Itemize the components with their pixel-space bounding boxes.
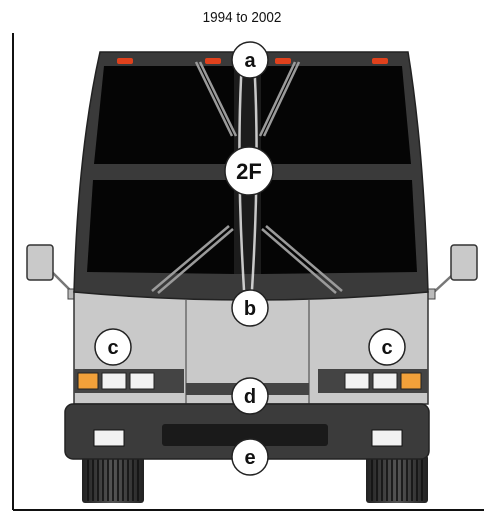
left-headlight-cluster bbox=[74, 369, 184, 393]
label-a-badge: a bbox=[231, 41, 269, 79]
label-c-right-badge: c bbox=[368, 328, 406, 366]
lower-right-glass bbox=[261, 180, 417, 274]
right-mirror bbox=[424, 244, 478, 300]
label-windshield-badge: 2F bbox=[224, 146, 274, 196]
label-windshield-text: 2F bbox=[236, 159, 262, 184]
label-c-left-badge: c bbox=[94, 328, 132, 366]
left-tire bbox=[82, 455, 144, 503]
license-plate-area bbox=[162, 424, 328, 446]
upper-right-glass bbox=[261, 66, 411, 164]
right-fog-light bbox=[371, 429, 403, 447]
marker-light bbox=[275, 58, 291, 64]
label-b-badge: b bbox=[231, 289, 269, 327]
label-e-text: e bbox=[244, 447, 255, 469]
label-d-text: d bbox=[244, 386, 256, 408]
left-fog-light bbox=[93, 429, 125, 447]
right-tire bbox=[366, 455, 428, 503]
lower-left-glass bbox=[87, 180, 234, 274]
upper-wipers bbox=[194, 61, 301, 137]
lower-wipers bbox=[151, 225, 343, 294]
left-mirror bbox=[26, 244, 79, 300]
marker-light bbox=[372, 58, 388, 64]
year-range-caption: 1994 to 2002 bbox=[202, 9, 282, 26]
marker-light bbox=[205, 58, 221, 64]
upper-left-glass bbox=[94, 66, 234, 164]
label-c-right-text: c bbox=[381, 337, 392, 359]
marker-light bbox=[117, 58, 133, 64]
label-d-badge: d bbox=[231, 377, 269, 415]
label-c-left-text: c bbox=[107, 337, 118, 359]
label-e-badge: e bbox=[231, 438, 269, 476]
label-b-text: b bbox=[244, 298, 256, 320]
right-headlight-cluster bbox=[318, 369, 428, 393]
label-a-text: a bbox=[244, 50, 256, 72]
